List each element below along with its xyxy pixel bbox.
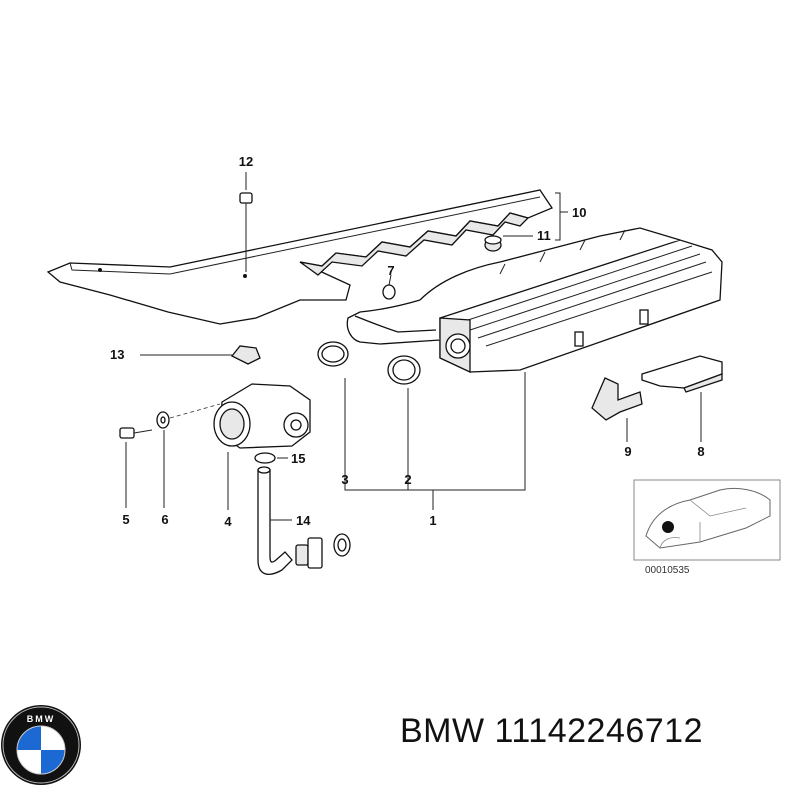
hose-14 bbox=[257, 466, 293, 575]
callout-14: 14 bbox=[296, 513, 311, 528]
callout-4: 4 bbox=[224, 514, 232, 529]
clip-13 bbox=[140, 345, 261, 365]
cover-plate bbox=[46, 189, 553, 325]
callout-13: 13 bbox=[110, 347, 124, 362]
location-marker-icon bbox=[662, 521, 674, 533]
callout-8: 8 bbox=[697, 444, 704, 459]
bmw-logo-icon: BMW bbox=[1, 705, 81, 785]
o-ring-2 bbox=[387, 355, 421, 385]
temperature-sensor bbox=[295, 533, 351, 569]
callout-1: 1 bbox=[429, 513, 436, 528]
assembly-axis bbox=[169, 403, 221, 419]
svg-text:BMW: BMW bbox=[27, 714, 56, 724]
callout-11: 11 bbox=[537, 228, 551, 243]
clamp-15 bbox=[254, 452, 288, 464]
intake-manifold bbox=[346, 227, 723, 374]
grommet-11 bbox=[484, 235, 533, 252]
washer-6 bbox=[156, 411, 170, 508]
callout-7: 7 bbox=[387, 263, 394, 278]
o-ring-3 bbox=[317, 341, 349, 367]
callout-5: 5 bbox=[122, 512, 129, 527]
leader-1 bbox=[344, 372, 526, 510]
callout-6: 6 bbox=[161, 512, 168, 527]
throttle-housing-4 bbox=[213, 383, 311, 510]
locator-inset: 00010535 bbox=[633, 479, 781, 576]
bracket-9 bbox=[591, 377, 643, 442]
callout-2: 2 bbox=[404, 472, 411, 487]
callout-10: 10 bbox=[572, 205, 586, 220]
callout-9: 9 bbox=[624, 444, 631, 459]
bracket-10 bbox=[555, 192, 568, 241]
bolt-12 bbox=[239, 172, 253, 272]
callout-12: 12 bbox=[239, 154, 253, 169]
callout-15: 15 bbox=[291, 451, 305, 466]
bolt-5 bbox=[119, 427, 153, 508]
inset-reference-code: 00010535 bbox=[645, 565, 690, 576]
part-number-caption: BMW 11142246712 bbox=[400, 712, 703, 750]
plug-7 bbox=[382, 274, 396, 300]
callout-3: 3 bbox=[341, 472, 348, 487]
cap-8 bbox=[641, 355, 723, 442]
